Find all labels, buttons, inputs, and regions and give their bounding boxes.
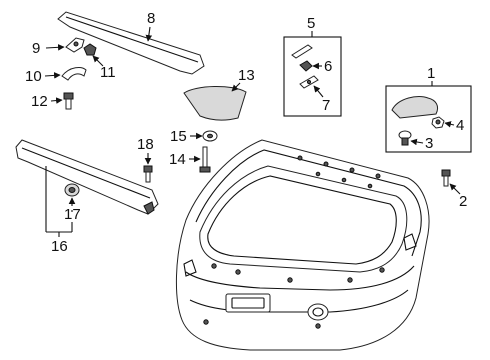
leader-2	[449, 183, 461, 195]
callout-7: 7	[322, 97, 330, 114]
tailgate-panel	[175, 139, 430, 351]
group-box-1	[385, 85, 472, 153]
leader-8	[145, 26, 153, 42]
callout-14: 14	[169, 151, 186, 168]
leader-12	[50, 97, 63, 104]
callout-18: 18	[137, 136, 154, 153]
bracket-part	[65, 37, 85, 53]
leader-3	[410, 138, 424, 146]
leader-4	[444, 121, 455, 128]
leader-16	[45, 166, 73, 237]
callout-17: 17	[64, 206, 81, 223]
clip-6-part	[299, 60, 313, 72]
curved-bracket-part	[61, 67, 87, 81]
callout-9: 9	[32, 40, 40, 57]
grommet-3-part	[398, 130, 412, 146]
bolt-12-part	[63, 92, 74, 110]
callout-15: 15	[170, 128, 187, 145]
bolt-18-part	[143, 165, 153, 183]
bolt-2-part	[441, 169, 451, 187]
clip-part	[83, 43, 97, 56]
callout-3: 3	[425, 135, 433, 152]
callout-5: 5	[307, 15, 315, 32]
plate-7-part	[299, 75, 319, 89]
leader-11	[92, 55, 104, 67]
washer-15-part	[202, 130, 218, 142]
leader-10	[44, 72, 61, 79]
callout-12: 12	[31, 93, 48, 110]
callout-4: 4	[456, 117, 464, 134]
callout-2: 2	[459, 193, 467, 210]
leader-9	[45, 44, 65, 51]
nut-4-part	[431, 116, 445, 129]
callout-1: 1	[427, 65, 435, 82]
grommet-17-part	[64, 183, 80, 197]
callout-10: 10	[25, 68, 42, 85]
stud-14-part	[199, 146, 211, 173]
callout-13: 13	[238, 67, 255, 84]
callout-6: 6	[324, 58, 332, 75]
pad-part	[183, 85, 247, 121]
callout-11: 11	[100, 64, 116, 81]
strip-part	[291, 44, 313, 59]
spoiler-part	[57, 11, 205, 75]
garnish-part	[15, 139, 159, 215]
callout-16: 16	[51, 238, 68, 255]
leader-7	[313, 85, 324, 98]
leader-13	[231, 82, 241, 92]
callout-8: 8	[147, 10, 155, 27]
stop-lamp-part	[391, 96, 439, 119]
